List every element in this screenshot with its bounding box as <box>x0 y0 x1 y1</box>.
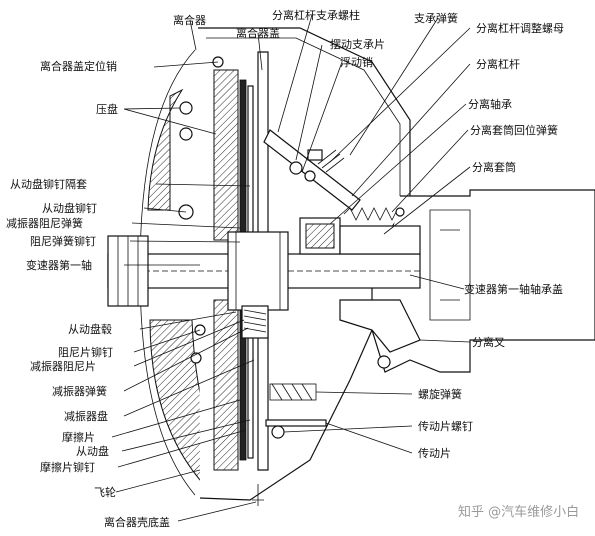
label-driven-rivet-spacer: 从动盘铆钉隔套 <box>10 177 87 191</box>
clutch-drawing <box>107 27 595 506</box>
label-support-spring: 支承弹簧 <box>414 11 458 25</box>
drive-plate-shape <box>265 419 327 427</box>
clutch-cover-plate <box>257 51 269 251</box>
label-friction-lining: 摩擦片 <box>62 430 95 444</box>
label-driven-hub: 从动盘毂 <box>68 322 112 336</box>
label-coil-spring: 螺旋弹簧 <box>418 387 462 401</box>
damper-spring-shape <box>241 305 269 339</box>
label-release-bearing: 分离轴承 <box>468 97 512 111</box>
gearbox-housing-detail <box>429 209 471 321</box>
release-lever-shape <box>263 129 361 211</box>
label-release-fork: 分离叉 <box>472 335 505 349</box>
driven-hub-shape <box>227 231 289 311</box>
gearbox-housing <box>371 189 595 373</box>
clutch-housing-inner <box>206 37 401 196</box>
label-damper-plate-rivet: 阻尼片铆钉 <box>58 345 113 359</box>
watermark-text: 知乎 @汽车维修小白 <box>458 504 579 520</box>
friction-lining-upper <box>239 79 247 241</box>
release-fork-shape <box>339 299 421 353</box>
label-swing-plate: 摆动支承片 <box>330 37 385 51</box>
release-sleeve-shape <box>339 225 421 255</box>
label-sleeve-return-spring: 分离套筒回位弹簧 <box>470 123 558 137</box>
label-driven-rivet: 从动盘铆钉 <box>42 201 97 215</box>
label-damper-plate: 减振器阻尼片 <box>30 359 96 373</box>
label-clutch-cover: 离合器盖 <box>236 26 280 40</box>
label-flywheel: 飞轮 <box>94 485 116 499</box>
label-housing-bottom-cover: 离合器壳底盖 <box>104 515 170 529</box>
label-trans-input-shaft: 变速器第一轴 <box>26 258 92 272</box>
pressure-plate-shape <box>213 69 239 241</box>
label-driven-disc: 从动盘 <box>76 444 109 458</box>
label-lever-adjust-nut: 分离杠杆调整螺母 <box>476 21 564 35</box>
label-clutch: 离合器 <box>173 13 206 27</box>
label-input-shaft-bearing-cover: 变速器第一轴轴承盖 <box>464 282 563 296</box>
leader-lines <box>111 14 471 522</box>
callout-labels: 离合器 离合器盖 分离杠杆支承螺柱 支承弹簧 分离杠杆调整螺母 离合器盖定位销 … <box>6 8 564 529</box>
label-drive-plate-bolt: 传动片螺钉 <box>418 420 473 433</box>
label-cover-locating-pin: 离合器盖定位销 <box>40 59 117 73</box>
label-damper-spring-rivet: 阻尼弹簧铆钉 <box>30 234 96 248</box>
label-lining-rivet: 摩擦片铆钉 <box>40 460 95 474</box>
label-pressure-plate: 压盘 <box>96 102 118 116</box>
drive-plate-bolt-shape <box>271 425 285 439</box>
sleeve-return-spring-shape <box>343 207 399 221</box>
label-lever-stud: 分离杠杆支承螺柱 <box>272 8 360 22</box>
label-release-sleeve: 分离套筒 <box>472 160 516 174</box>
bottom-cover-pin <box>252 484 264 506</box>
label-damper-spring: 减振器弹簧 <box>52 384 107 398</box>
label-drive-plate: 传动片 <box>418 447 451 460</box>
flywheel-shape <box>147 88 184 211</box>
label-damper-disc: 减振器盘 <box>64 409 108 423</box>
label-release-lever: 分离杠杆 <box>476 57 520 71</box>
label-damper-friction-spring: 减振器阻尼弹簧 <box>6 216 83 230</box>
label-floating-pin: 浮动销 <box>340 55 373 69</box>
